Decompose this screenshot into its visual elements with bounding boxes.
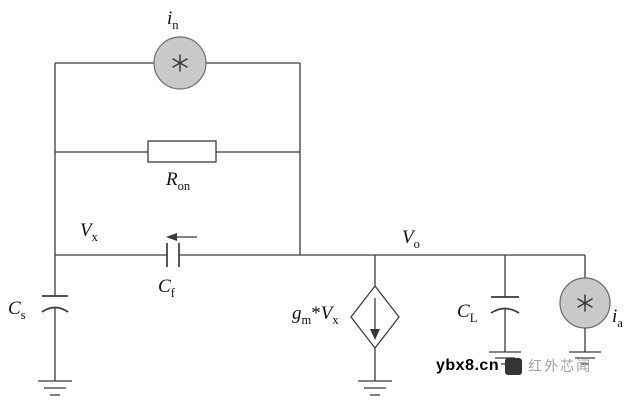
resistor-ron xyxy=(55,140,300,163)
capacitor-cs-plate xyxy=(41,306,69,313)
label-gm-sub2: x xyxy=(332,312,339,327)
label-cf-sub: f xyxy=(170,285,175,300)
noise-source-star-icon xyxy=(172,54,188,72)
label-in-sub: n xyxy=(172,17,179,32)
label-cl-sub: L xyxy=(469,310,478,325)
label-cf-base: C xyxy=(158,276,171,297)
label-gm-op: * xyxy=(311,303,321,324)
resistor-ron-body xyxy=(147,140,217,163)
label-cs: Cs xyxy=(8,298,26,323)
cf-current-arrowhead-icon xyxy=(166,233,177,241)
capacitor-cl-plate xyxy=(490,307,520,314)
label-gm-base: g xyxy=(292,303,302,324)
label-gm-base2: V xyxy=(320,303,333,324)
label-vo-sub: o xyxy=(413,236,420,251)
vccs-arrowhead-icon xyxy=(370,329,380,340)
watermark-site: ybx8.cn xyxy=(436,357,500,374)
capacitor-cs xyxy=(41,295,69,381)
label-ia-sub: a xyxy=(617,315,623,330)
ground-symbol-gm xyxy=(358,380,392,396)
label-cf: Cf xyxy=(158,276,175,301)
label-cl-base: C xyxy=(457,301,470,322)
label-cs-base: C xyxy=(8,298,21,319)
label-gm-vx: gm*Vx xyxy=(292,303,339,328)
label-ia: ia xyxy=(612,306,623,331)
label-vx-sub: x xyxy=(91,229,98,244)
noise-source-star-icon xyxy=(577,294,593,312)
label-ron: Ron xyxy=(166,169,191,194)
label-in: in xyxy=(167,8,179,33)
label-gm-sub: m xyxy=(301,312,312,327)
label-ron-base: R xyxy=(166,169,178,190)
label-vo-base: V xyxy=(402,227,414,248)
label-vo: Vo xyxy=(402,227,420,252)
label-in-base: i xyxy=(167,8,173,29)
capacitor-cl xyxy=(490,255,520,352)
label-ron-sub: on xyxy=(177,178,191,193)
capacitor-cf xyxy=(166,233,197,267)
label-vx-base: V xyxy=(80,220,92,241)
watermark-brand: 红外芯闻 xyxy=(528,358,593,374)
current-source-in xyxy=(153,36,207,90)
label-cl: CL xyxy=(457,301,478,326)
watermark-logo-icon xyxy=(505,357,523,375)
label-ia-base: i xyxy=(612,306,618,327)
label-vx: Vx xyxy=(80,220,98,245)
current-source-ia xyxy=(559,255,611,352)
watermark: ybx8.cn 红外芯闻 xyxy=(436,356,592,376)
ground-symbol-ia xyxy=(569,351,601,365)
ground-symbol-left xyxy=(38,380,72,396)
label-cs-sub: s xyxy=(20,307,26,322)
vccs-gm xyxy=(350,255,400,381)
